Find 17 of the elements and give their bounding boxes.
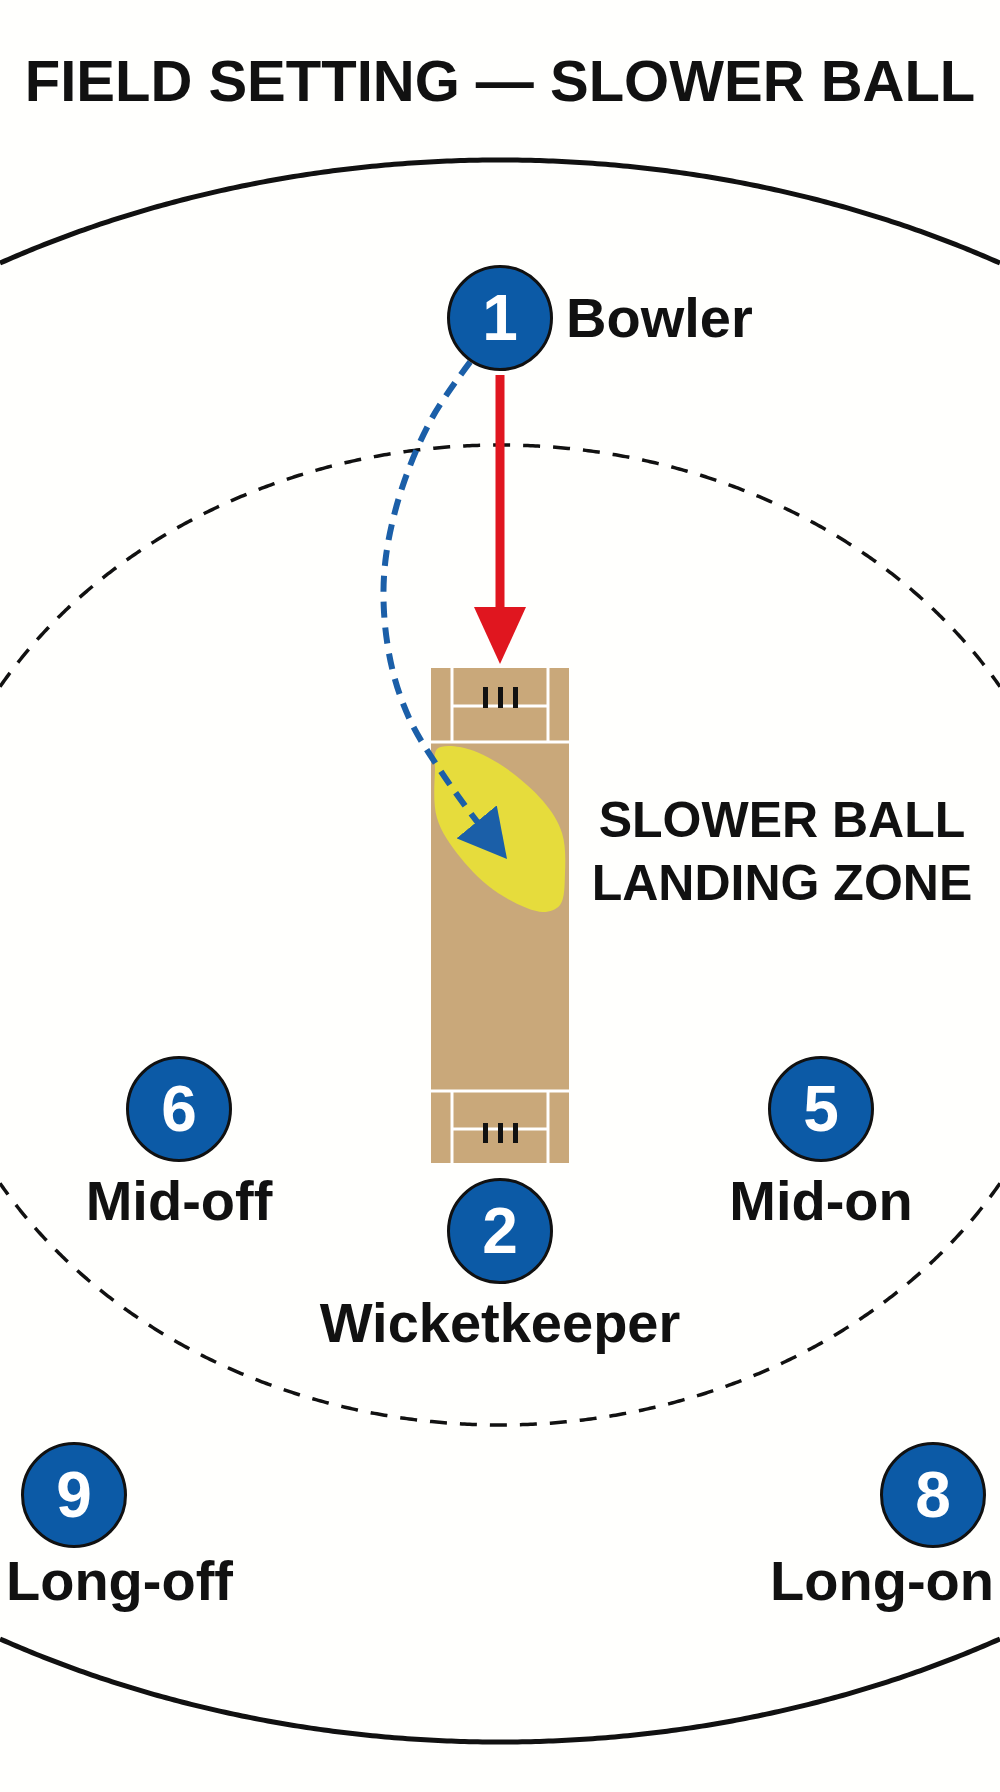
player-number: 1 [482, 286, 518, 350]
player-number: 6 [161, 1077, 197, 1141]
player-number: 9 [56, 1463, 92, 1527]
position-label: Mid-off [85, 1170, 273, 1233]
player-number: 8 [915, 1463, 951, 1527]
player-number: 2 [482, 1199, 518, 1263]
position-label: Long-on [770, 1550, 994, 1613]
position-label: Mid-on [729, 1170, 913, 1233]
dashed-arrow [380, 360, 510, 861]
zone-label: SLOWER BALL LANDING ZONE [590, 791, 974, 913]
cricket-pitch [431, 668, 569, 1163]
position-label: Long-off [6, 1550, 233, 1613]
diagram-title: FIELD SETTING — SLOWER BALL [24, 48, 976, 115]
position-label: Bowler [566, 286, 753, 350]
position-label: Wicketkeeper [319, 1292, 681, 1355]
arrow [474, 375, 526, 664]
player-number: 5 [803, 1077, 839, 1141]
